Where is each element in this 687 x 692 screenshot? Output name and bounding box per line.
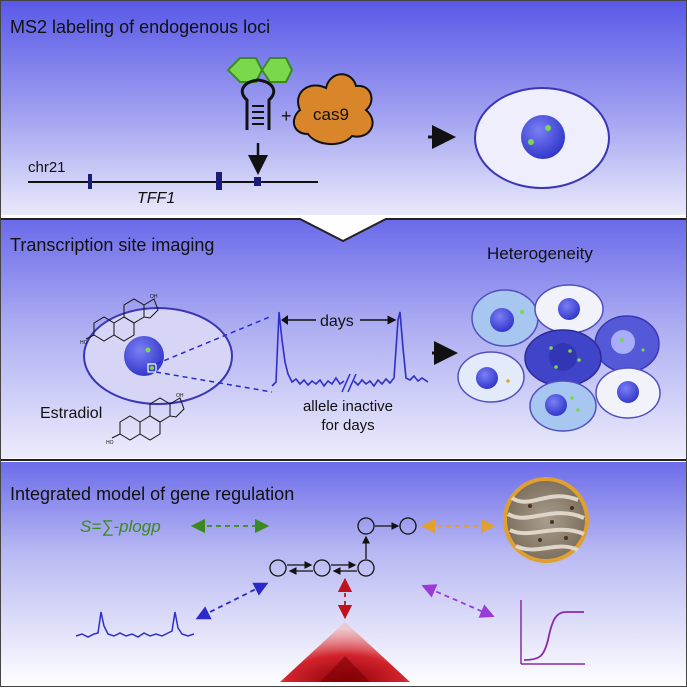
labeled-cell <box>474 87 610 189</box>
state-node <box>269 559 287 577</box>
estradiol-label: Estradiol <box>40 405 102 422</box>
svg-text:HO: HO <box>106 440 114 446</box>
transcription-site-dot <box>145 347 151 353</box>
gene-label: TFF1 <box>137 190 175 207</box>
nucleus <box>476 367 498 389</box>
state-node <box>313 559 331 577</box>
axis-break <box>341 373 351 393</box>
zoom-line <box>155 315 273 365</box>
cas9-label: cas9 <box>313 105 349 124</box>
allele-inactive-label: allele inactive <box>303 398 393 415</box>
nucleus <box>521 115 565 159</box>
transcription-intensity-trace <box>271 311 345 388</box>
zoom-line <box>155 371 273 393</box>
state-node <box>399 517 417 535</box>
estradiol-treated-cell <box>83 307 233 405</box>
panel-title: MS2 labeling of endogenous loci <box>10 17 270 37</box>
heterogeneous-cell-population <box>457 284 661 432</box>
estradiol-structure-icon: HO OH <box>106 393 185 446</box>
dose-response-plot <box>520 600 585 665</box>
nucleus <box>545 394 567 416</box>
zoom-box <box>147 363 157 373</box>
svg-text:HO: HO <box>80 340 88 346</box>
ms2-insertion-site <box>254 177 261 186</box>
svg-text:OH: OH <box>176 393 184 399</box>
plus-sign: + <box>281 106 292 126</box>
transcription-site-dot <box>528 139 534 145</box>
transcription-trace-small <box>75 611 195 638</box>
chromosome-label: chr21 <box>28 159 66 176</box>
hic-contact-map <box>280 622 410 682</box>
heterogeneity-label: Heterogeneity <box>487 244 593 263</box>
dose-response-link-arrow <box>421 584 495 618</box>
ms2-coat-protein-icon <box>260 57 294 83</box>
estradiol-structure-icon: HO OH <box>80 294 159 346</box>
tissue-micrograph <box>503 477 589 563</box>
svg-text:OH: OH <box>150 294 158 300</box>
axis-break <box>347 373 357 393</box>
panel-title: Transcription site imaging <box>10 235 214 255</box>
ms2-stem-loop-icon <box>226 57 294 130</box>
state-node <box>357 559 375 577</box>
panel-ms2-labeling: MS2 labeling of endogenous loci + cas9 c… <box>0 0 687 215</box>
entropy-formula: S=∑-plogp <box>80 517 161 536</box>
transcription-site-dot <box>545 125 551 131</box>
panel-transcription-imaging: Transcription site imaging Heterogeneity… <box>0 218 687 458</box>
nucleus <box>617 381 639 403</box>
nucleus <box>124 336 164 376</box>
for-days-label: for days <box>321 417 374 434</box>
days-label: days <box>320 313 354 330</box>
nucleus <box>611 330 635 354</box>
nucleus <box>549 343 577 371</box>
trace-link-arrow <box>195 582 269 620</box>
exon-marker <box>88 174 92 189</box>
exon-marker <box>216 172 222 190</box>
panel-integrated-model: Integrated model of gene regulation S=∑-… <box>0 459 687 687</box>
nucleus <box>490 308 514 332</box>
state-node <box>357 517 375 535</box>
state-network-diagram <box>269 517 417 577</box>
nucleus <box>558 298 580 320</box>
cas9-protein-icon: cas9 <box>292 73 374 145</box>
panel-title: Integrated model of gene regulation <box>10 484 294 504</box>
